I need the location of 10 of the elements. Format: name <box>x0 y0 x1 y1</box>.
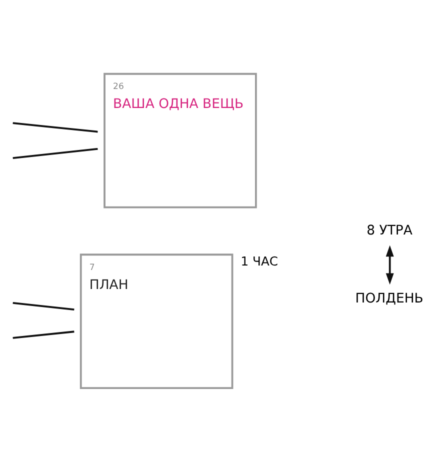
node-text: 8 УТРА <box>366 223 412 238</box>
connector <box>12 302 74 310</box>
connector <box>12 330 74 339</box>
node-box: 7 ПЛАН <box>80 254 234 390</box>
connector <box>12 122 98 133</box>
arrow <box>386 245 394 285</box>
node-label: 1 ЧАС <box>240 254 278 268</box>
node-text: ПОЛДЕНЬ <box>355 292 424 307</box>
connector <box>12 148 98 160</box>
node-box: 26 ВАША ОДНА ВЕЩЬ <box>104 72 257 208</box>
